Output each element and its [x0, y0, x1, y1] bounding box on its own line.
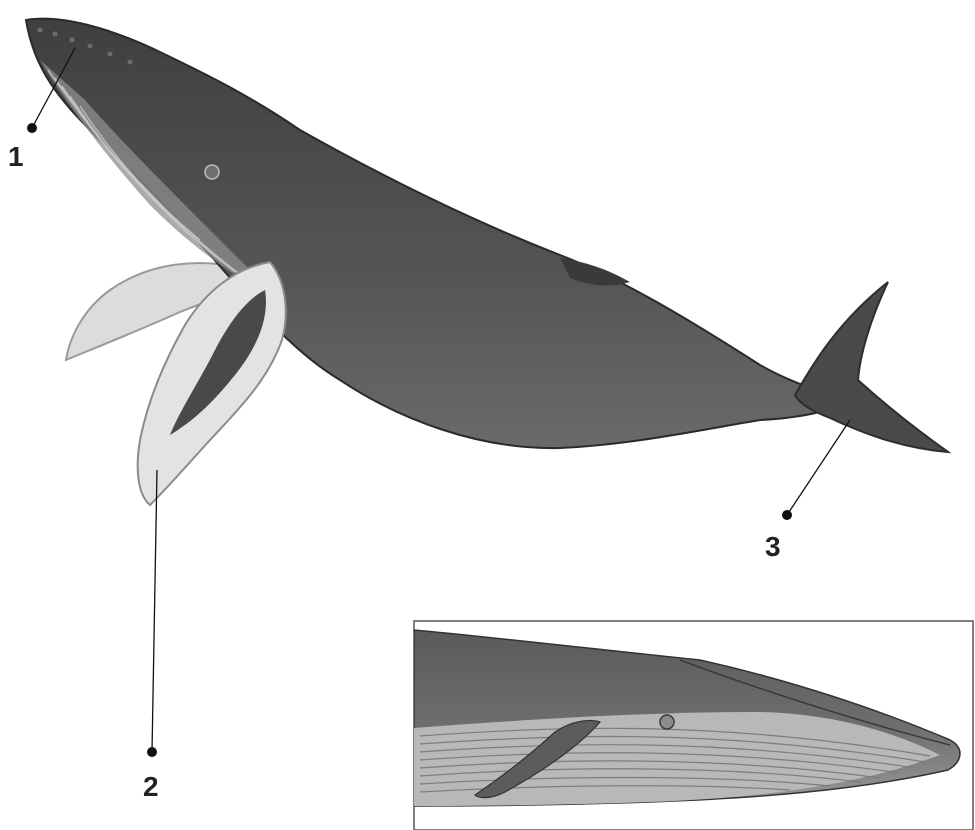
humpback-whale-icon — [26, 19, 948, 505]
inset-panel — [414, 621, 973, 830]
inset-eye — [660, 715, 674, 729]
label-number-3: 3 — [765, 531, 781, 562]
label-3: 3 — [765, 420, 850, 562]
tail-fluke — [795, 282, 948, 452]
label-number-2: 2 — [143, 771, 159, 802]
leader-line-3 — [787, 420, 850, 515]
leader-line-2 — [152, 470, 157, 752]
whale-body — [26, 19, 850, 448]
label-2: 2 — [143, 470, 159, 802]
leader-dot-3 — [782, 510, 792, 520]
leader-dot-2 — [147, 747, 157, 757]
leader-dot-1 — [27, 123, 37, 133]
whale-eye — [205, 165, 219, 179]
label-number-1: 1 — [8, 141, 24, 172]
